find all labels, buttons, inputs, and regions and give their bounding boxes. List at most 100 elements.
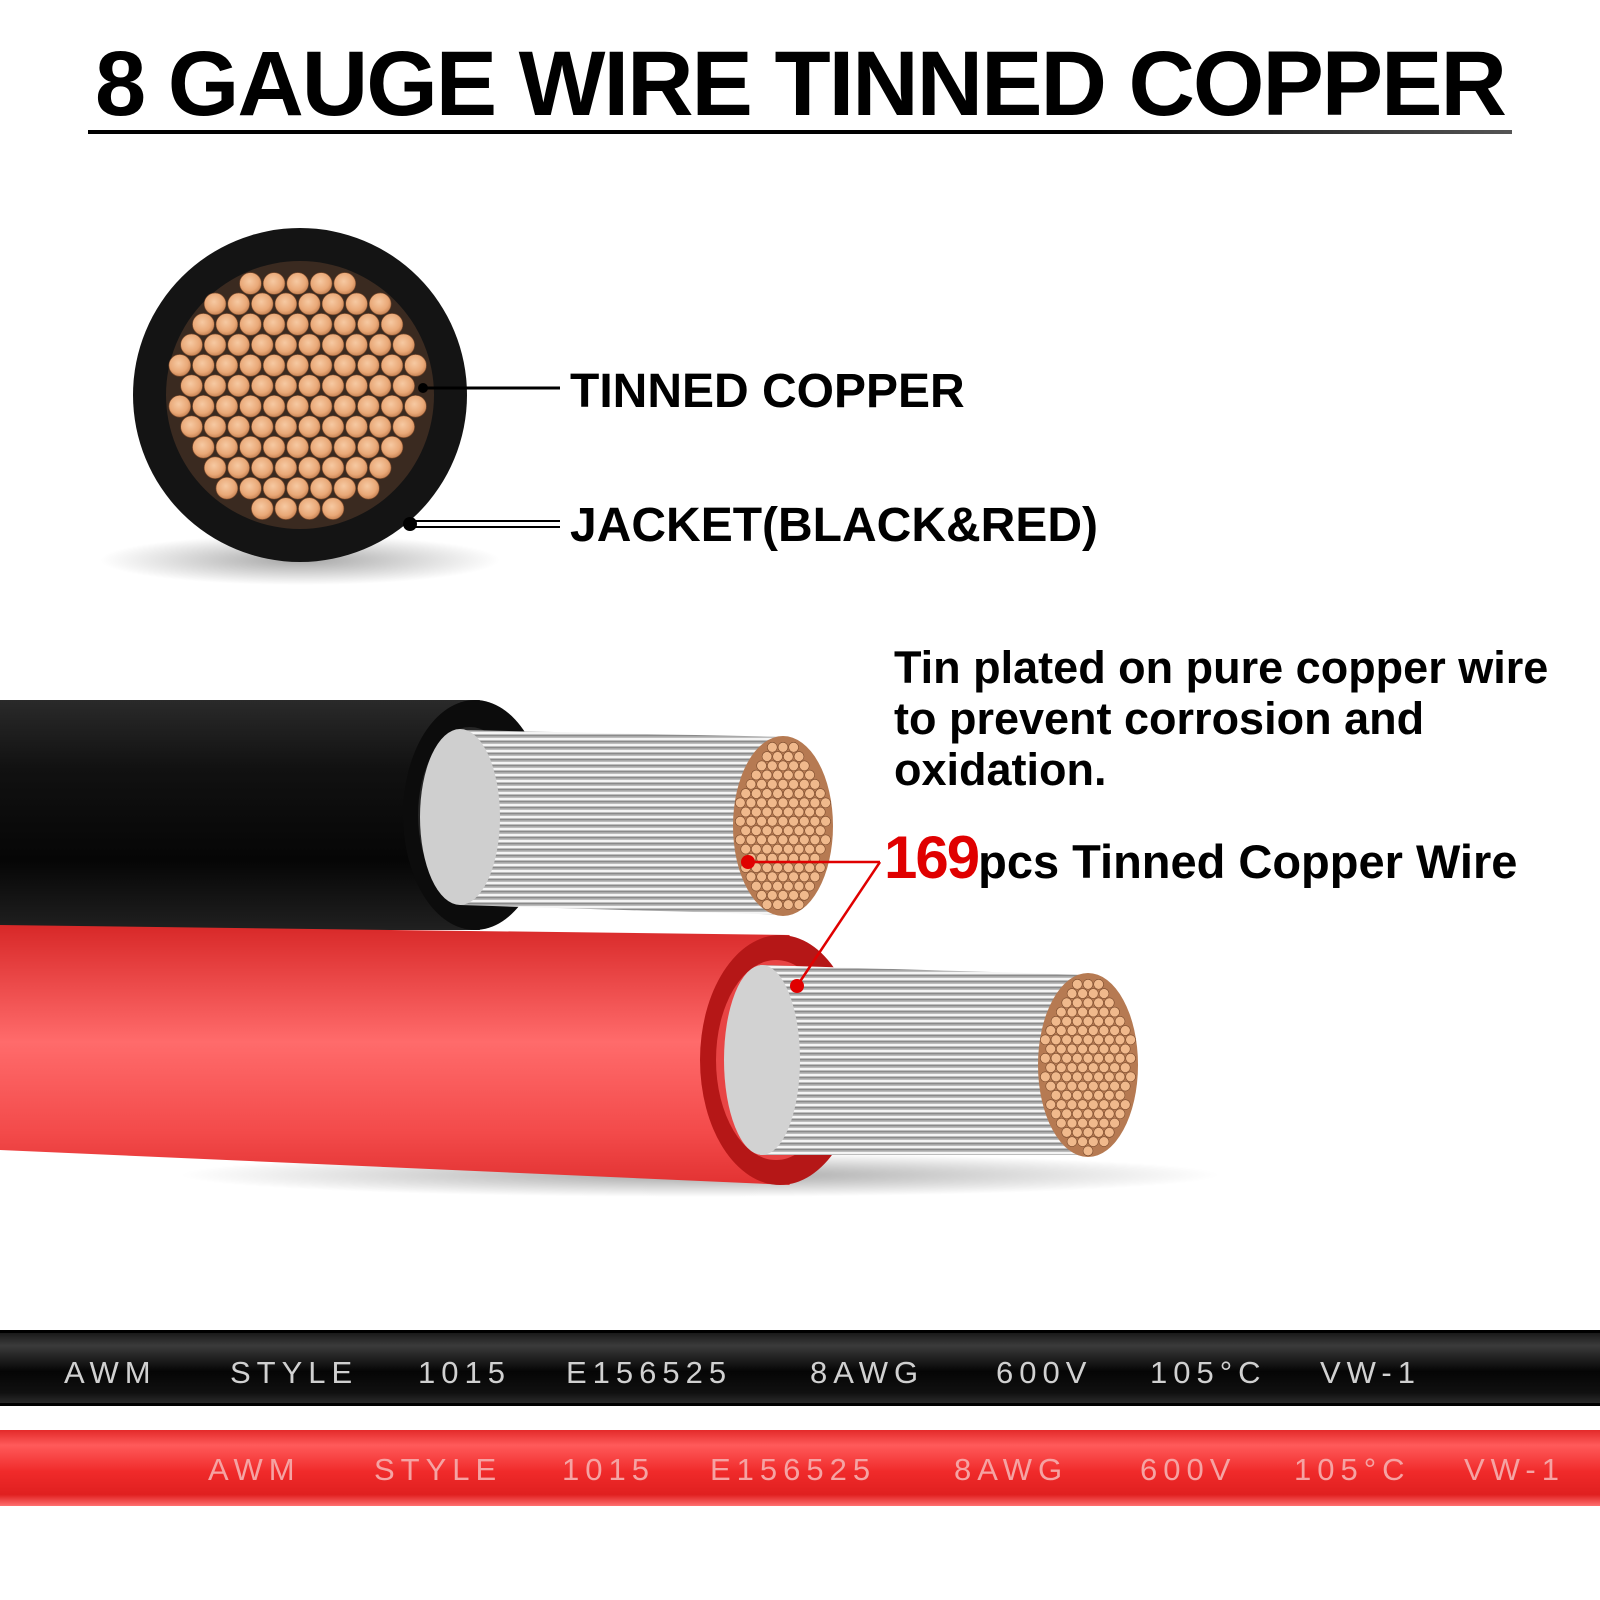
strand: [392, 374, 415, 398]
strand: [772, 843, 783, 855]
strand: [1061, 1108, 1072, 1120]
strand: [192, 354, 215, 377]
strand: [1045, 1025, 1056, 1036]
strand: [756, 871, 767, 883]
strand: [1082, 1127, 1094, 1138]
strand: [1082, 1090, 1094, 1101]
strand: [239, 395, 262, 418]
strand: [815, 843, 826, 855]
black-marking-105c: 105°C: [1150, 1355, 1267, 1390]
strand: [380, 354, 404, 377]
strand: [262, 435, 286, 459]
strand: [783, 880, 794, 892]
strand-count-number: 169: [884, 824, 980, 891]
strand: [756, 834, 767, 846]
strand: [251, 374, 274, 398]
strand: [309, 354, 333, 377]
strand: [404, 395, 427, 418]
strand: [180, 415, 203, 439]
strand: [227, 292, 250, 316]
strand: [1088, 988, 1099, 999]
strand: [767, 834, 778, 846]
strand: [1056, 1117, 1067, 1129]
strand: [1098, 1117, 1110, 1129]
strand: [1050, 1108, 1062, 1120]
strand: [333, 354, 357, 377]
strand: [1072, 1071, 1083, 1083]
black-marking-1015: 1015: [418, 1355, 511, 1390]
strand: [1066, 1136, 1078, 1147]
strand: [799, 834, 810, 846]
red-marking-style: STYLE: [374, 1452, 503, 1487]
strand: [809, 779, 821, 790]
strand: [1109, 1025, 1120, 1036]
strand: [1098, 1025, 1110, 1036]
strand: [1050, 1090, 1062, 1101]
title-underline: [88, 130, 1512, 134]
strand: [298, 374, 321, 398]
black-wire-strip: AWM STYLE 1015 E156525 8AWG 600V 105°C V…: [0, 1330, 1600, 1406]
strand: [1056, 1006, 1067, 1018]
strand: [1061, 1071, 1072, 1083]
strand: [286, 435, 309, 459]
strand: [1082, 997, 1094, 1009]
strand: [1109, 1117, 1120, 1129]
strand: [1109, 1062, 1120, 1073]
strand: [756, 816, 767, 827]
strand: [799, 760, 810, 772]
strand: [809, 871, 821, 883]
black-marking-e156525: E156525: [566, 1355, 733, 1390]
strand: [1040, 1071, 1051, 1083]
black-marking-8awg: 8AWG: [810, 1355, 925, 1390]
strand: [1056, 1099, 1067, 1110]
strand: [745, 779, 757, 790]
strand: [1066, 988, 1078, 999]
strand: [298, 456, 321, 479]
strand: [274, 374, 298, 398]
strand: [756, 797, 767, 809]
strand: [793, 769, 805, 781]
strand: [298, 333, 321, 357]
strand: [1098, 988, 1110, 999]
strand: [1077, 1099, 1088, 1110]
strand: [380, 435, 404, 459]
strand: [262, 272, 286, 295]
strand: [239, 476, 262, 500]
strand: [368, 374, 392, 398]
strand: [1120, 1025, 1131, 1036]
strand: [333, 272, 357, 295]
strand: [1104, 1071, 1115, 1083]
strand: [215, 395, 239, 418]
strand: [804, 843, 815, 855]
description-text: Tin plated on pure copper wire to preven…: [894, 642, 1549, 795]
strand: [777, 834, 789, 846]
strand: [1072, 997, 1083, 1009]
strand: [804, 806, 815, 818]
strand: [783, 806, 794, 818]
strand: [168, 354, 192, 377]
strand-count-callout: 169pcs Tinned Copper Wire: [884, 828, 1517, 888]
strand: [783, 788, 794, 799]
strand: [380, 395, 404, 418]
strand: [309, 395, 333, 418]
black-marking-600v: 600V: [996, 1355, 1093, 1390]
strand: [1050, 1016, 1062, 1027]
strand: [804, 788, 815, 799]
strand: [286, 395, 309, 418]
strand: [1104, 1053, 1115, 1064]
strand: [783, 751, 794, 762]
strand: [262, 476, 286, 500]
strand: [333, 313, 357, 336]
strand: [1066, 1062, 1078, 1073]
strand: [1040, 1034, 1051, 1046]
strand: [192, 395, 215, 418]
strand: [1066, 1025, 1078, 1036]
strand: [809, 834, 821, 846]
strand: [1125, 1071, 1136, 1083]
strand: [1082, 1034, 1094, 1046]
strand: [1082, 1145, 1094, 1157]
strand: [1072, 1053, 1083, 1064]
strand: [203, 456, 227, 479]
strand: [345, 374, 368, 398]
strand: [368, 333, 392, 357]
